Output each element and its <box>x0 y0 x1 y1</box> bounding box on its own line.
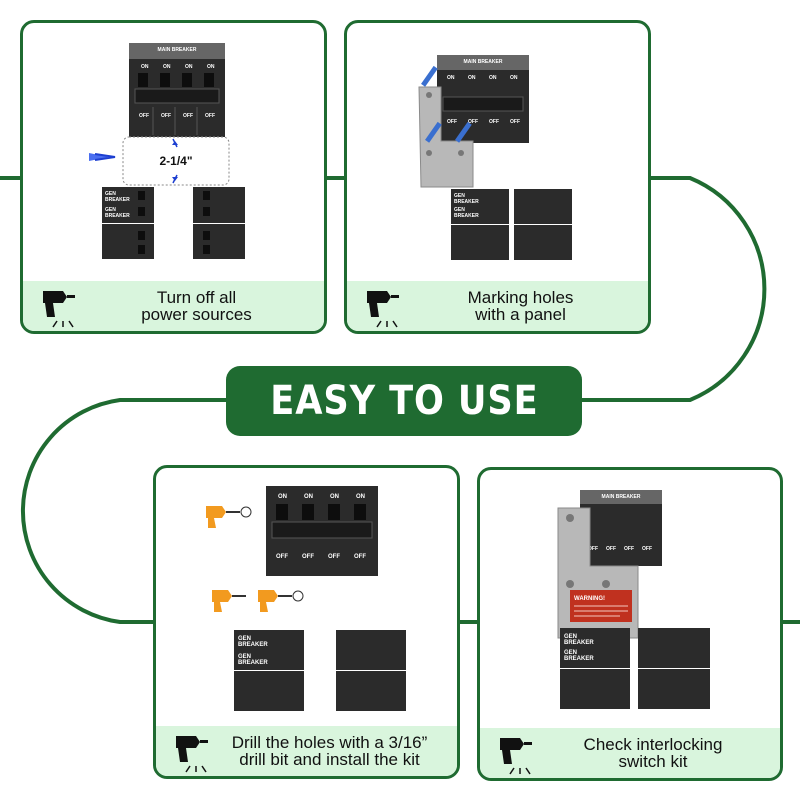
svg-text:ON: ON <box>278 494 287 500</box>
step-caption: Check interlocking switch kit <box>583 735 723 771</box>
svg-text:OFF: OFF <box>161 113 171 119</box>
pencil-icon <box>421 65 472 143</box>
banner-title: EASY TO USE <box>269 378 539 424</box>
svg-text:BREAKER: BREAKER <box>454 199 479 205</box>
svg-text:ON: ON <box>510 75 518 81</box>
gen-breakers: GEN BREAKER GEN BREAKER <box>102 187 245 259</box>
svg-text:OFF: OFF <box>642 546 652 552</box>
measurement-box: 2-1/4" <box>122 136 230 186</box>
main-breaker: MAIN BREAKER ON ON ON ON OFF OFF OFF OFF <box>129 43 225 137</box>
svg-text:2-1/4": 2-1/4" <box>159 154 192 168</box>
gen-breakers: GEN BREAKER GEN BREAKER <box>451 189 572 260</box>
svg-text:BREAKER: BREAKER <box>454 213 479 219</box>
svg-text:OFF: OFF <box>468 119 478 125</box>
svg-text:MAIN BREAKER: MAIN BREAKER <box>464 59 503 65</box>
interlock-plate <box>418 86 474 188</box>
main-breaker: ON ON ON ON OFF OFF OFF OFF <box>266 486 378 576</box>
svg-text:ON: ON <box>185 64 193 70</box>
svg-text:OFF: OFF <box>588 546 598 552</box>
svg-text:MAIN BREAKER: MAIN BREAKER <box>602 494 641 500</box>
caption-bar: Check interlocking switch kit <box>480 728 780 778</box>
main-breaker: MAIN BREAKER OFF OFF OFF OFF <box>580 490 662 566</box>
svg-text:OFF: OFF <box>205 113 215 119</box>
svg-text:OFF: OFF <box>624 546 634 552</box>
drill-icon <box>206 506 304 612</box>
svg-text:OFF: OFF <box>354 554 366 560</box>
svg-text:OFF: OFF <box>276 554 288 560</box>
svg-text:ON: ON <box>163 64 171 70</box>
svg-text:BREAKER: BREAKER <box>238 642 268 648</box>
svg-text:ON: ON <box>330 494 339 500</box>
drill-icon <box>43 291 75 328</box>
step-caption: Turn off all power sources <box>141 288 252 324</box>
svg-text:BREAKER: BREAKER <box>564 656 594 662</box>
svg-text:ON: ON <box>356 494 365 500</box>
drill-icon <box>500 738 532 775</box>
svg-text:ON: ON <box>468 75 476 81</box>
easy-to-use-banner: EASY TO USE <box>226 366 582 436</box>
svg-text:OFF: OFF <box>447 119 457 125</box>
warning-label: WARNING! <box>570 590 632 622</box>
svg-text:ON: ON <box>489 75 497 81</box>
drill-icon <box>176 736 208 773</box>
step-caption: Drill the holes with a 3/16” drill bit a… <box>231 733 428 769</box>
svg-text:BREAKER: BREAKER <box>105 213 130 219</box>
svg-text:ON: ON <box>304 494 313 500</box>
svg-text:ON: ON <box>207 64 215 70</box>
svg-text:GEN: GEN <box>454 207 465 213</box>
svg-text:OFF: OFF <box>302 554 314 560</box>
svg-text:OFF: OFF <box>606 546 616 552</box>
step-card-4: MAIN BREAKER OFF OFF OFF OFF WARNING! GE… <box>477 467 783 781</box>
caption-bar: Drill the holes with a 3/16” drill bit a… <box>156 726 457 776</box>
step-card-2: MAIN BREAKER ON ON ON ON OFF OFF OFF OFF <box>344 20 651 334</box>
svg-text:OFF: OFF <box>510 119 520 125</box>
svg-text:BREAKER: BREAKER <box>105 197 130 203</box>
svg-text:GEN: GEN <box>238 636 251 642</box>
caption-bar: Marking holes with a panel <box>347 281 648 331</box>
step-caption: Marking holes with a panel <box>467 288 574 324</box>
svg-text:ON: ON <box>141 64 149 70</box>
step-card-1: MAIN BREAKER ON ON ON ON OFF OFF OFF OFF… <box>20 20 327 334</box>
caption-bar: Turn off all power sources <box>23 281 324 331</box>
main-breaker: MAIN BREAKER ON ON ON ON OFF OFF OFF OFF <box>437 55 529 143</box>
svg-text:GEN: GEN <box>105 207 116 213</box>
gen-breakers: GEN BREAKER GEN BREAKER <box>560 628 710 709</box>
arrow-icon <box>89 153 116 161</box>
svg-text:GEN: GEN <box>454 193 465 199</box>
svg-text:OFF: OFF <box>183 113 193 119</box>
step-card-3: ON ON ON ON OFF OFF OFF OFF <box>153 465 460 779</box>
svg-text:BREAKER: BREAKER <box>564 640 594 646</box>
svg-text:GEN: GEN <box>105 191 116 197</box>
svg-text:MAIN BREAKER: MAIN BREAKER <box>158 47 197 53</box>
svg-text:GEN: GEN <box>564 634 577 640</box>
svg-text:GEN: GEN <box>564 650 577 656</box>
drill-icon <box>367 291 399 328</box>
svg-text:WARNING!: WARNING! <box>574 596 605 602</box>
svg-text:OFF: OFF <box>328 554 340 560</box>
svg-text:OFF: OFF <box>139 113 149 119</box>
svg-text:GEN: GEN <box>238 654 251 660</box>
gen-breakers: GEN BREAKER GEN BREAKER <box>234 630 406 711</box>
svg-text:ON: ON <box>447 75 455 81</box>
svg-text:BREAKER: BREAKER <box>238 660 268 666</box>
svg-text:OFF: OFF <box>489 119 499 125</box>
